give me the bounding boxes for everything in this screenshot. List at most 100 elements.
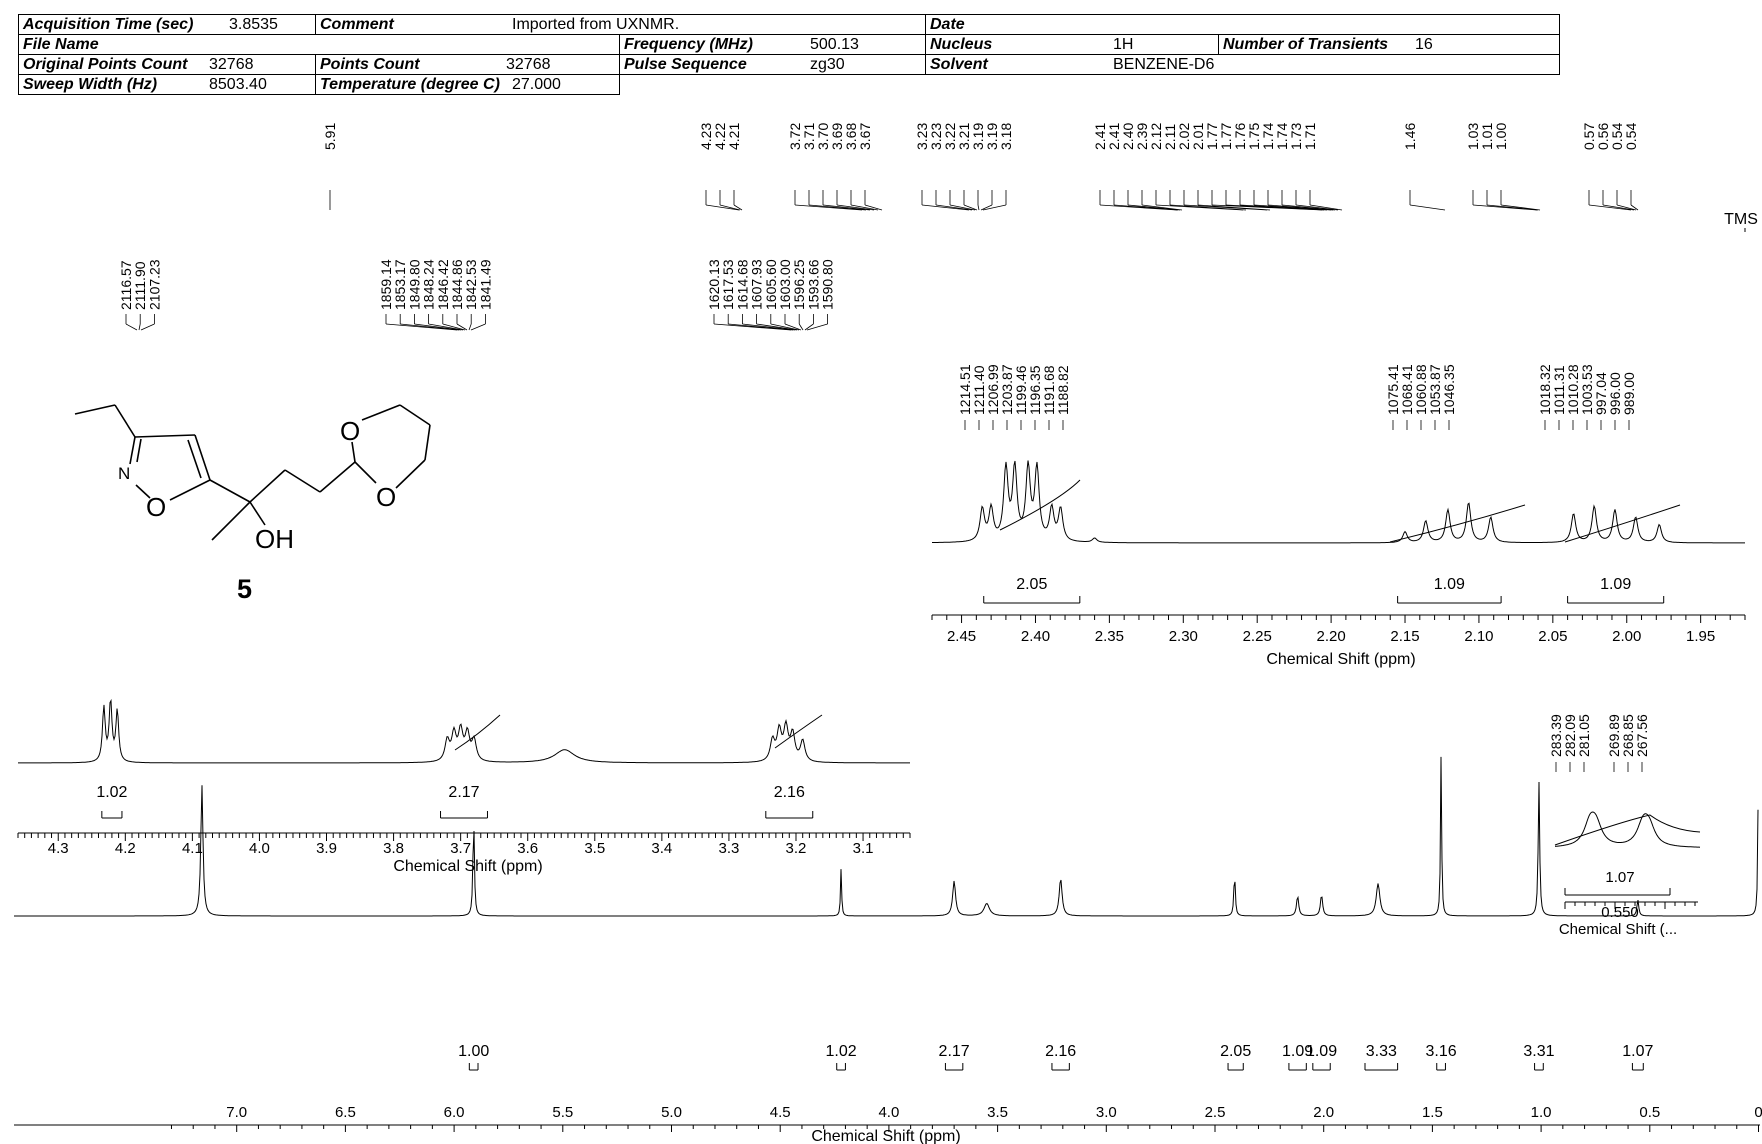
inset2-tick-label: 4.0 (249, 840, 270, 857)
inset1-hz-label: 1196.35 (1027, 365, 1043, 415)
file-name-label: File Name (23, 36, 99, 53)
pulse-value: zg30 (810, 56, 845, 73)
inset1-hz-label: 1053.87 (1427, 364, 1443, 415)
inset-2ppm-hz-labels: 1214.511211.401206.991203.871199.461196.… (957, 364, 1637, 430)
ppm-peak-label: 2.41 (1092, 123, 1108, 150)
hz-right-connector (728, 323, 794, 331)
inset1-hz-label: 996.00 (1607, 372, 1623, 415)
nucleus-value: 1H (1113, 36, 1134, 53)
ppm-peak-label: 1.46 (1402, 123, 1418, 150)
inset2-tick-label: 3.9 (316, 840, 337, 857)
main-integral-value: 1.02 (826, 1043, 857, 1060)
main-integral-value: 3.31 (1523, 1043, 1554, 1060)
acetal-bond-o1 (351, 441, 356, 463)
inset2-tick-label: 4.1 (182, 840, 203, 857)
inset2-tick-label: 3.4 (651, 840, 672, 857)
ppm-peak-label: 4.23 (698, 123, 714, 150)
inset1-hz-label: 1060.88 (1413, 364, 1429, 415)
inset-0ppm-integral-value: 1.07 (1605, 869, 1634, 886)
hz-right-connector (804, 323, 814, 331)
hz-right-connector (806, 323, 828, 331)
ring-bond-o-n (135, 484, 151, 499)
hz-right-label: 1593.66 (805, 259, 821, 310)
hz-mid-label: 1849.80 (406, 259, 422, 310)
inset1-tick-label: 2.35 (1095, 628, 1124, 645)
inset2-tick-label: 4.3 (48, 840, 69, 857)
acetal-bond-o2 (354, 461, 377, 484)
main-x-axis-label: Chemical Shift (ppm) (811, 1128, 960, 1144)
hz-left-connector (140, 323, 155, 331)
temperature-label: Temperature (degree C) (320, 76, 500, 93)
dioxane-bond-4 (395, 459, 426, 489)
inset1-hz-label: 997.04 (1593, 372, 1609, 415)
inset2-integral-value: 2.16 (774, 784, 805, 801)
ppm-peak-connector (1616, 204, 1637, 211)
hz-left-label: 2116.57 (118, 260, 134, 310)
ppm-peak-connector (982, 204, 1007, 211)
solvent-value: BENZENE-D6 (1113, 56, 1215, 73)
main-integral-value: 1.09 (1282, 1043, 1313, 1060)
pulse-label: Pulse Sequence (624, 56, 747, 73)
atom-o1: O (340, 416, 360, 446)
inset-2ppm-integral-curve-1 (999, 479, 1081, 531)
inset-4ppm-x-axis-label: Chemical Shift (ppm) (393, 858, 542, 875)
inset1-hz-label: 1199.46 (1013, 365, 1029, 415)
ppm-peak-label: 2.41 (1106, 123, 1122, 150)
inset-2ppm-integral-curve-2 (1389, 504, 1526, 543)
hz-mid-connector (400, 323, 460, 331)
inset3-tick-label: 0.550 (1601, 904, 1639, 921)
ppm-peak-label: 2.39 (1134, 123, 1150, 150)
main-spectrum-trace (14, 756, 1759, 917)
inset1-hz-label: 1191.68 (1041, 365, 1057, 415)
main-x-tick-label: 2.0 (1313, 1104, 1334, 1121)
acq-time-value: 3.8535 (229, 16, 278, 33)
inset2-tick-label: 3.5 (584, 840, 605, 857)
ppm-peak-connector (921, 204, 970, 211)
ppm-peak-label: 3.22 (942, 123, 958, 150)
ring-bond-c5-o (169, 479, 211, 501)
acq-time-label: Acquisition Time (sec) (23, 16, 194, 33)
inset1-tick-label: 2.20 (1317, 628, 1346, 645)
inset-4ppm-integral-curve-2 (774, 714, 823, 749)
ppm-peak-label: 0.56 (1595, 123, 1611, 150)
ppm-peak-connector (1169, 204, 1247, 211)
inset-0ppm-integral-curve (1554, 814, 1701, 846)
points-label: Points Count (320, 56, 420, 73)
ppm-peak-label: 3.19 (984, 123, 1000, 150)
ppm-peak-label: 1.74 (1274, 123, 1290, 150)
ring-bond-c4-c5 (194, 434, 211, 481)
bond-methyl (211, 501, 251, 541)
main-x-tick-label: 5.5 (552, 1104, 573, 1121)
main-x-tick-label: 1.5 (1422, 1104, 1443, 1121)
ppm-peak-label: 2.40 (1120, 123, 1136, 150)
hz-right-label: 1617.53 (720, 259, 736, 310)
chain-bond-3 (319, 461, 356, 493)
main-integral-value: 3.16 (1426, 1043, 1457, 1060)
inset2-tick-label: 3.3 (718, 840, 739, 857)
inset3-hz-label: 281.05 (1576, 714, 1592, 757)
inset2-tick-label: 4.2 (115, 840, 136, 857)
main-x-tick-label: 6.5 (335, 1104, 356, 1121)
ppm-peak-connector (808, 204, 867, 211)
temperature-cell: Temperature (degree C) 27.000 (315, 74, 620, 95)
hz-left-connector (125, 323, 138, 331)
ppm-peak-label: 3.68 (843, 123, 859, 150)
ppm-peak-connector (1588, 204, 1632, 211)
ring-bond-c3-n (129, 436, 136, 465)
inset2-tick-label: 3.2 (786, 840, 807, 857)
ppm-peak-label: 1.03 (1465, 123, 1481, 150)
ppm-peak-label: 1.01 (1479, 123, 1495, 150)
hz-mid-label: 1841.49 (477, 259, 493, 310)
ppm-peak-label: 4.22 (712, 123, 728, 150)
hz-mid-label: 1844.86 (449, 259, 465, 310)
inset2-tick-label: 3.8 (383, 840, 404, 857)
inset-2ppm-trace (932, 460, 1745, 544)
hz-right-connector (784, 323, 802, 331)
ethyl-bond-1 (74, 404, 116, 415)
hz-left-label: 2107.23 (146, 259, 162, 310)
ppm-peak-connector (1295, 204, 1339, 211)
